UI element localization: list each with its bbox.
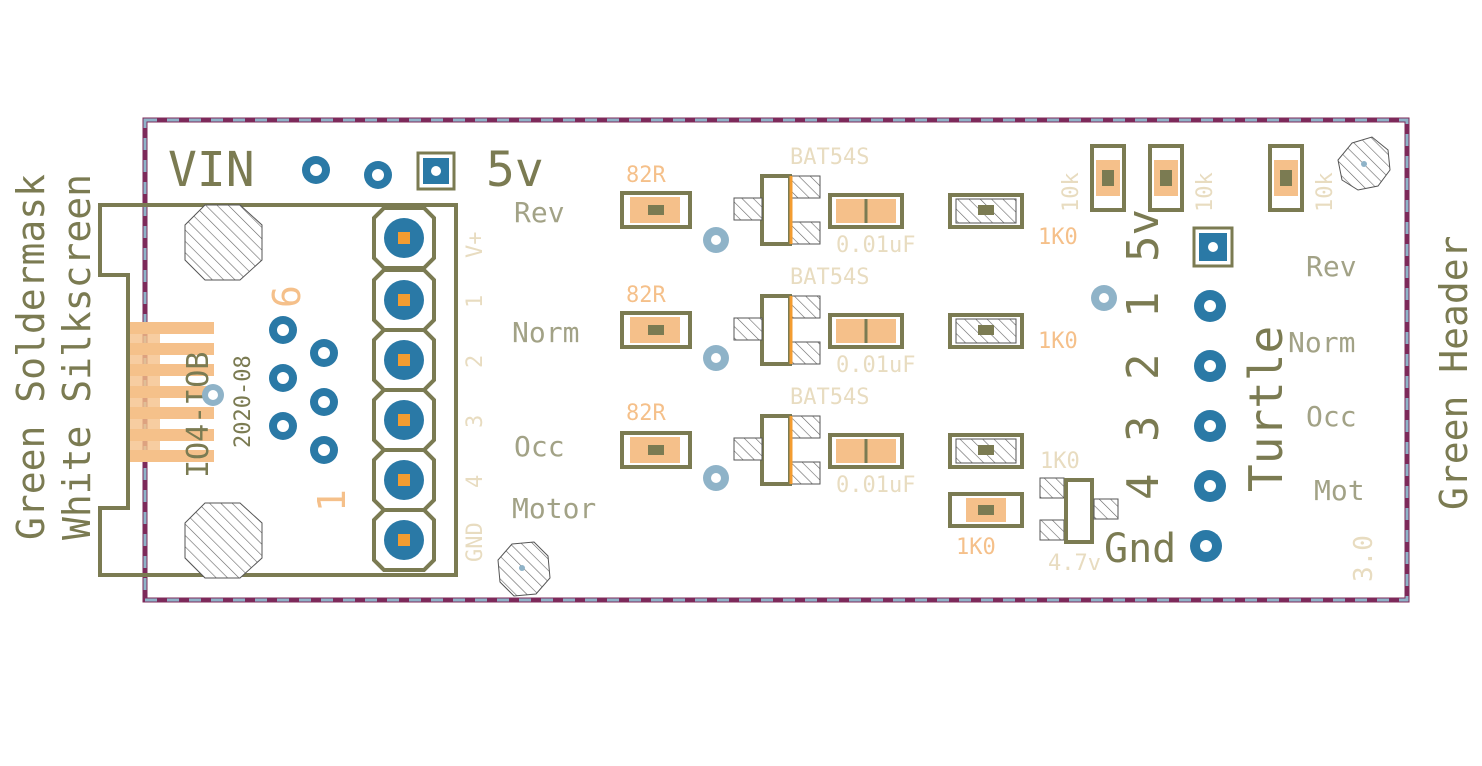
diode-label-3: BAT54S — [790, 385, 869, 410]
connector-outline — [98, 203, 458, 577]
pin-six-label: 6 — [265, 285, 309, 308]
connector-hole-bottom — [184, 502, 263, 579]
channel-row-2: 82R BAT54S 0.01uF 1K0 — [620, 265, 1078, 378]
connector-date-label: 2020-08 — [231, 355, 256, 448]
header-label-norm: Norm — [1288, 326, 1355, 359]
resistor-a-label: 1K0 — [1040, 449, 1080, 474]
channel-label-norm: Norm — [512, 316, 579, 349]
board-title: Turtle — [1239, 326, 1293, 492]
channel-label-motor: Motor — [512, 492, 596, 525]
header-number-3: 3 — [1118, 416, 1169, 443]
header-pins — [372, 206, 436, 572]
diode-label-1: BAT54S — [790, 145, 869, 170]
connector-pads — [202, 316, 338, 464]
cap-label-1: 0.01uF — [836, 233, 915, 258]
diode-label-2: BAT54S — [790, 265, 869, 290]
resistor-label-2: 82R — [626, 283, 666, 308]
zener-section: 1K0 1K0 4.7v — [948, 449, 1119, 576]
header-number-1: 1 — [1118, 292, 1169, 319]
pin-one-label: 1 — [310, 489, 354, 512]
power-5v-label: 5v — [486, 142, 544, 198]
pin-label-4: 4 — [463, 475, 488, 488]
out-label-1: 1K0 — [1038, 225, 1078, 250]
resistor-label-1: 82R — [626, 163, 666, 188]
pin-label-vplus: V+ — [463, 232, 488, 259]
pullup-label-1: 10k — [1059, 172, 1084, 212]
vin-label: VIN — [168, 142, 255, 198]
header-5v-label: 5v — [1118, 209, 1169, 262]
pin-label-gnd: GND — [463, 522, 488, 562]
connector-fingers — [130, 322, 214, 462]
header-label-occ: Occ — [1306, 400, 1357, 433]
silkscreen-note: White Silkscreen — [55, 174, 99, 540]
channel-row-1: 82R BAT54S 0.01uF 1K0 — [620, 145, 1078, 258]
header-pads — [1190, 226, 1234, 562]
out-label-2: 1K0 — [1038, 329, 1078, 354]
cap-label-3: 0.01uF — [836, 473, 915, 498]
pin-label-1: 1 — [463, 295, 488, 308]
resistor-b-label: 1K0 — [956, 535, 996, 560]
channel-row-3: 82R BAT54S 0.01uF — [620, 385, 1024, 498]
pin-label-2: 2 — [463, 355, 488, 368]
channel-label-occ: Occ — [514, 430, 565, 463]
pin-label-3: 3 — [463, 415, 488, 428]
channel-label-rev: Rev — [514, 196, 565, 229]
connector-hole-top — [184, 204, 263, 281]
soldermask-note: Green Soldermask — [9, 174, 53, 540]
connector-part-label: IO4-IOB — [181, 352, 216, 478]
header-gnd-label: Gnd — [1104, 526, 1176, 572]
header-number-4: 4 — [1118, 474, 1169, 501]
pullup-label-2: 10k — [1193, 172, 1218, 212]
header-label-mot: Mot — [1314, 474, 1365, 507]
header-label-rev: Rev — [1306, 250, 1357, 283]
version-label: 3.0 — [1349, 535, 1379, 582]
header-note: Green Header — [1432, 235, 1476, 510]
zener-label: 4.7v — [1048, 551, 1101, 576]
resistor-label-3: 82R — [626, 401, 666, 426]
pullup-label-3: 10k — [1313, 172, 1338, 212]
pullup-resistors: 10k 10k 10k — [1059, 144, 1338, 212]
cap-label-2: 0.01uF — [836, 353, 915, 378]
header-number-2: 2 — [1118, 354, 1169, 381]
